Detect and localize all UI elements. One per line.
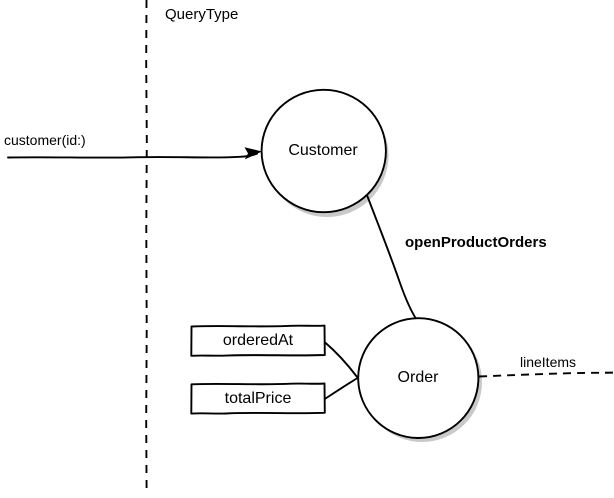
total-price-connector-line [323,377,359,401]
open-product-orders-edge-label: openProductOrders [405,234,547,251]
total-price-field-box[interactable] [190,382,326,415]
ordered-at-connector-line [323,340,359,379]
line-items-edge-line [478,371,614,378]
customer-node-circle [260,88,387,214]
query-type-label: QueryType [165,6,238,23]
ordered-at-field-label: orderedAt [223,332,294,349]
order-node-label: Order [398,369,440,386]
total-price-field-label: totalPrice [225,390,292,407]
customer-query-edge-line [7,152,258,159]
order-node-circle [357,317,480,439]
customer-query-arrowhead [244,147,262,160]
ordered-at-field-box[interactable] [190,324,326,357]
customer-node-label: Customer [288,142,358,159]
query-type-boundary-line [145,0,148,492]
line-items-edge-label: lineItems [520,354,576,370]
open-product-orders-edge-line [366,195,418,321]
customer-query-edge-label: customer(id:) [4,132,86,148]
